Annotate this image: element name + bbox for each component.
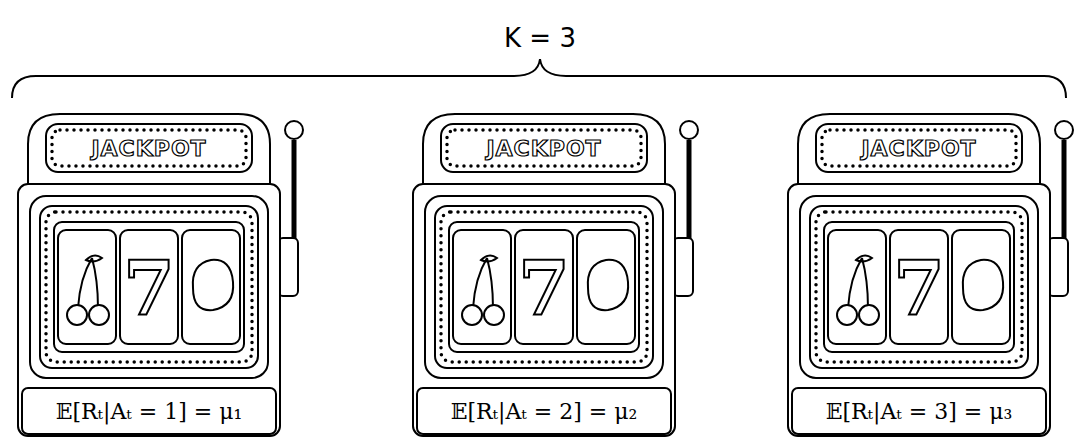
lever-knob	[680, 121, 698, 139]
count-label: K = 3	[504, 23, 576, 53]
display-frame	[800, 196, 1038, 378]
display-frame	[425, 196, 663, 378]
reel	[515, 230, 573, 344]
display-frame-inner	[40, 206, 258, 368]
machine-body	[413, 184, 675, 436]
reel-window	[54, 222, 244, 352]
reel-window	[824, 222, 1014, 352]
slot-machine: JACKPOT 7𝔼[Rₜ|Aₜ = 1] = μ₁	[10, 108, 306, 438]
lever-stick	[687, 140, 692, 243]
display-lights	[46, 212, 252, 362]
cherry	[67, 305, 87, 325]
expected-reward: 𝔼[Rₜ|Aₜ = 3] = μ₃	[826, 399, 1013, 424]
slot-machine: JACKPOT 7𝔼[Rₜ|Aₜ = 2] = μ₂	[405, 108, 701, 438]
marquee-outline	[798, 114, 1040, 186]
formula-plate	[792, 388, 1046, 434]
cherry-leaf	[481, 255, 497, 261]
marquee-lights	[52, 130, 246, 166]
lemon	[588, 260, 628, 310]
marquee-sign	[816, 124, 1022, 172]
marquee-outline	[28, 114, 270, 186]
reel-seven: 7	[518, 251, 570, 325]
reel	[577, 230, 635, 344]
reel	[58, 230, 116, 344]
cherry	[859, 305, 879, 325]
lever-stick	[292, 140, 297, 243]
lemon	[963, 260, 1003, 310]
marquee-sign	[46, 124, 252, 172]
cherry-leaf	[856, 255, 872, 261]
cherry-stem	[848, 258, 868, 308]
lever-stick	[1062, 140, 1067, 243]
marquee-lights	[822, 130, 1016, 166]
jackpot-sign: JACKPOT	[861, 136, 976, 161]
formula-plate	[417, 388, 671, 434]
cherry	[484, 305, 504, 325]
display-frame-inner	[435, 206, 653, 368]
cherry	[89, 305, 109, 325]
reel	[182, 230, 240, 344]
display-frame-inner	[810, 206, 1028, 368]
reel-window	[449, 222, 639, 352]
reel	[120, 230, 178, 344]
machine-body	[788, 184, 1050, 436]
slot-machine: JACKPOT 7𝔼[Rₜ|Aₜ = 3] = μ₃	[780, 108, 1076, 438]
cherry	[837, 305, 857, 325]
display-frame	[30, 196, 268, 378]
marquee-sign	[441, 124, 647, 172]
cherry	[462, 305, 482, 325]
display-lights	[816, 212, 1022, 362]
cherry-stem	[473, 258, 493, 308]
jackpot-sign: JACKPOT	[91, 136, 206, 161]
reel	[828, 230, 886, 344]
lever-knob	[285, 121, 303, 139]
jackpot-sign: JACKPOT	[486, 136, 601, 161]
cherry-stem	[78, 258, 98, 308]
machine-body	[18, 184, 280, 436]
marquee-outline	[423, 114, 665, 186]
display-lights	[441, 212, 647, 362]
expected-reward: 𝔼[Rₜ|Aₜ = 2] = μ₂	[451, 399, 638, 424]
brace-line	[12, 59, 1066, 98]
formula-plate	[22, 388, 276, 434]
reel-seven: 7	[893, 251, 945, 325]
marquee-lights	[447, 130, 641, 166]
lemon	[193, 260, 233, 310]
reel	[453, 230, 511, 344]
lever-knob	[1055, 121, 1073, 139]
reel-seven: 7	[123, 251, 175, 325]
cherry-leaf	[86, 255, 102, 261]
reel	[952, 230, 1010, 344]
reel	[890, 230, 948, 344]
expected-reward: 𝔼[Rₜ|Aₜ = 1] = μ₁	[56, 399, 243, 424]
